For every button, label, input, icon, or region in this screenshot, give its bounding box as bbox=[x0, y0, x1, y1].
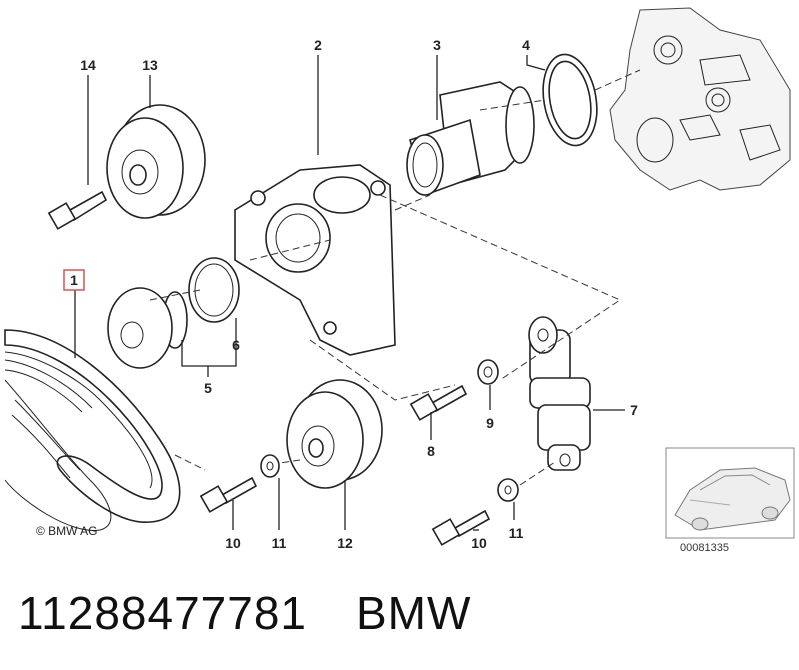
pulley-12 bbox=[286, 379, 383, 489]
assembly-lines bbox=[149, 69, 641, 486]
label-14: 14 bbox=[80, 57, 96, 73]
bolt-10-right bbox=[431, 509, 491, 546]
tensioner-housing-2 bbox=[234, 164, 396, 356]
label-1: 1 bbox=[70, 272, 78, 288]
bolt-8 bbox=[409, 384, 468, 421]
label-13: 13 bbox=[142, 57, 158, 73]
drive-belt-1 bbox=[4, 329, 181, 531]
damper-7 bbox=[528, 316, 591, 471]
label-5: 5 bbox=[204, 380, 212, 396]
label-7: 7 bbox=[630, 402, 638, 418]
label-10-right: 10 bbox=[471, 535, 487, 551]
part-number: 11288477781 bbox=[18, 587, 307, 639]
washer-9 bbox=[477, 359, 499, 385]
leader-lines bbox=[74, 55, 625, 531]
pulley-5 bbox=[107, 287, 188, 369]
bolt-10-left bbox=[199, 476, 258, 513]
label-2: 2 bbox=[314, 37, 322, 53]
brand-name: BMW bbox=[356, 587, 472, 639]
copyright-text: © BMW AG bbox=[36, 524, 98, 538]
bolt-14 bbox=[47, 190, 108, 230]
label-6: 6 bbox=[232, 337, 240, 353]
label-10-left: 10 bbox=[225, 535, 241, 551]
highlight-box bbox=[63, 269, 85, 291]
o-ring-6 bbox=[188, 257, 240, 323]
label-4: 4 bbox=[522, 37, 530, 53]
engine-block bbox=[609, 7, 791, 191]
callout-labels: 1 2 3 4 5 6 7 8 9 10 11 12 13 14 10 11 bbox=[63, 37, 638, 551]
thumbnail-code: 00081335 bbox=[680, 542, 729, 554]
label-3: 3 bbox=[433, 37, 441, 53]
label-8: 8 bbox=[427, 443, 435, 459]
washer-11-left bbox=[260, 454, 280, 478]
label-12: 12 bbox=[337, 535, 353, 551]
sleeve-3 bbox=[406, 81, 535, 197]
washer-11-right bbox=[497, 478, 519, 502]
label-11-left: 11 bbox=[272, 535, 287, 551]
pulley-13 bbox=[106, 104, 206, 219]
seal-ring-4 bbox=[542, 53, 598, 147]
car-thumbnail bbox=[665, 447, 795, 539]
label-9: 9 bbox=[486, 415, 494, 431]
label-11-right: 11 bbox=[509, 525, 524, 541]
